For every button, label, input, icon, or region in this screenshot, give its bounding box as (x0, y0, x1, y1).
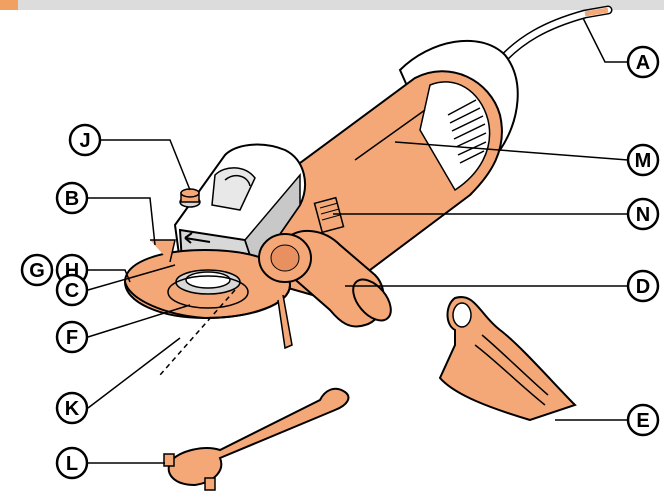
callout-C-label: C (65, 280, 79, 302)
cutting-guard (440, 297, 575, 420)
callout-M-label: M (635, 150, 652, 172)
spindle-lock-button (180, 189, 200, 207)
pin-spanner (164, 389, 348, 490)
callout-M: M (628, 145, 658, 175)
callout-B: B (57, 183, 87, 213)
callout-G: G (22, 255, 52, 285)
callout-N-label: N (636, 204, 650, 226)
callout-F-label: F (66, 327, 78, 349)
callout-K-label: K (65, 398, 80, 420)
callout-N: N (628, 199, 658, 229)
callout-J-label: J (79, 130, 90, 152)
callout-K: K (57, 393, 87, 423)
callout-A-label: A (636, 52, 650, 74)
callout-G-label: G (29, 260, 45, 282)
callout-B-label: B (65, 188, 79, 210)
callout-L: L (57, 448, 87, 478)
callout-C: C (57, 275, 87, 305)
callout-D-label: D (636, 276, 650, 298)
callout-F: F (57, 322, 87, 352)
callout-E: E (628, 405, 658, 435)
callout-A: A (628, 47, 658, 77)
callout-D: D (628, 271, 658, 301)
callout-J: J (70, 125, 100, 155)
callout-E-label: E (636, 410, 649, 432)
callout-L-label: L (66, 453, 78, 475)
